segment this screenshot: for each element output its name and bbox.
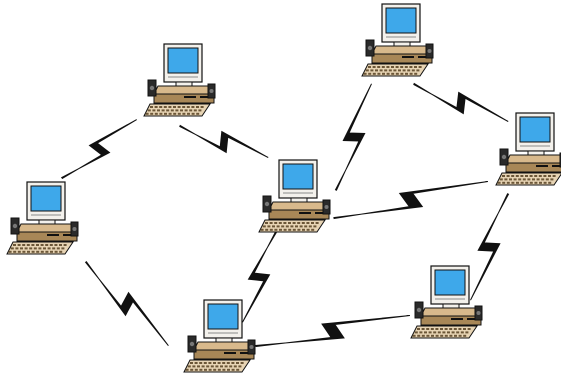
computer-node-center[interactable]: [258, 159, 331, 233]
lightning-bolt-icon: [470, 193, 510, 301]
computer-node-top-left[interactable]: [143, 43, 216, 117]
lightning-bolt-icon: [179, 124, 269, 158]
lightning-bolt-icon: [242, 231, 278, 323]
desktop-computer-icon: [361, 3, 434, 77]
lightning-bolt-icon: [60, 119, 137, 180]
lightning-bolt-icon: [413, 82, 509, 122]
desktop-computer-icon: [143, 43, 216, 117]
computer-node-far-right[interactable]: [495, 112, 561, 186]
lightning-bolt-icon: [255, 315, 410, 348]
lightning-bolt-icon: [333, 181, 488, 220]
computer-node-bottom-center[interactable]: [183, 299, 256, 373]
lightning-bolt-icon: [84, 260, 169, 347]
lightning-bolt-icon: [334, 83, 372, 191]
computer-node-bottom-right[interactable]: [410, 265, 483, 339]
desktop-computer-icon: [495, 112, 561, 186]
computer-node-left[interactable]: [6, 181, 79, 255]
desktop-computer-icon: [258, 159, 331, 233]
desktop-computer-icon: [183, 299, 256, 373]
computer-node-top-right[interactable]: [361, 3, 434, 77]
desktop-computer-icon: [410, 265, 483, 339]
links-layer: [60, 82, 510, 348]
desktop-computer-icon: [6, 181, 79, 255]
nodes-layer: [6, 3, 561, 373]
